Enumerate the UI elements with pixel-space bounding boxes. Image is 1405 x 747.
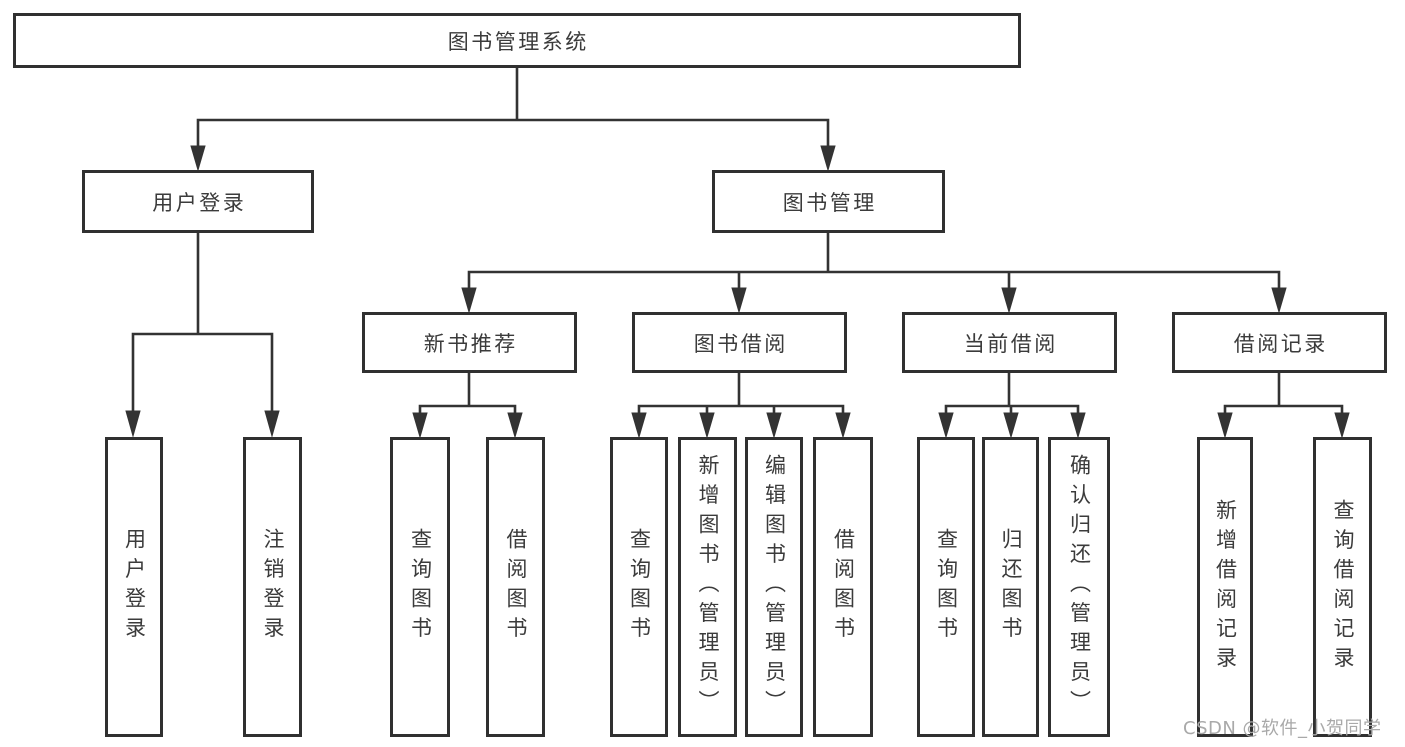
node-label: 新书推荐 [423,331,518,356]
node-label: 当前借阅 [963,331,1058,356]
leaf-edit-book-admin: 编辑图书（管理员） [745,437,803,737]
connector-current-borrowing-children [938,371,1086,439]
csdn-watermark: CSDN @软件_小贺同学 [1183,718,1382,739]
leaf-query-book-borrowing: 查询图书 [610,437,668,737]
node-label: 查询图书 [934,528,959,646]
leaf-confirm-return-admin: 确认归还（管理员） [1048,437,1110,737]
node-new-book-recommend: 新书推荐 [362,312,577,373]
connector-new-book-recommend-children [412,371,523,439]
node-book-management: 图书管理 [712,170,945,233]
leaf-query-borrow-record: 查询借阅记录 [1313,437,1372,737]
leaf-return-book: 归还图书 [982,437,1039,737]
node-label: 查询图书 [627,528,652,646]
connector-book-borrowing-children [631,371,851,439]
node-label: 归还图书 [999,528,1024,646]
leaf-query-book-current: 查询图书 [917,437,975,737]
node-label: 借阅记录 [1233,331,1328,356]
leaf-query-book-recommend: 查询图书 [390,437,450,737]
node-label: 图书管理 [782,190,877,215]
connector-user-login-children [125,231,280,438]
connector-book-management-children [461,231,1287,314]
node-label: 查询借阅记录 [1331,498,1356,676]
leaf-add-borrow-record: 新增借阅记录 [1197,437,1253,737]
node-label: 图书借阅 [693,331,788,356]
node-label: 确认归还（管理员） [1067,454,1092,720]
node-label: 注销登录 [261,528,286,646]
node-label: 编辑图书（管理员） [762,454,787,720]
node-book-borrowing: 图书借阅 [632,312,847,373]
node-label: 新增图书（管理员） [696,454,721,720]
node-borrow-records: 借阅记录 [1172,312,1387,373]
node-label: 用户登录 [152,190,247,215]
node-label: 新增借阅记录 [1213,498,1238,676]
node-user-login: 用户登录 [82,170,314,233]
connector-root-to-level2 [190,66,836,172]
node-library-management-system: 图书管理系统 [13,13,1021,68]
node-label: 借阅图书 [504,528,529,646]
node-label: 借阅图书 [831,528,856,646]
node-current-borrowing: 当前借阅 [902,312,1117,373]
node-label: 图书管理系统 [447,29,589,54]
leaf-add-book-admin: 新增图书（管理员） [678,437,737,737]
leaf-user-login: 用户登录 [105,437,163,737]
connector-borrow-records-children [1217,371,1350,439]
leaf-borrow-book-recommend: 借阅图书 [486,437,545,737]
leaf-borrow-book: 借阅图书 [813,437,873,737]
node-label: 查询图书 [408,528,433,646]
leaf-logout: 注销登录 [243,437,302,737]
node-label: 用户登录 [122,528,147,646]
